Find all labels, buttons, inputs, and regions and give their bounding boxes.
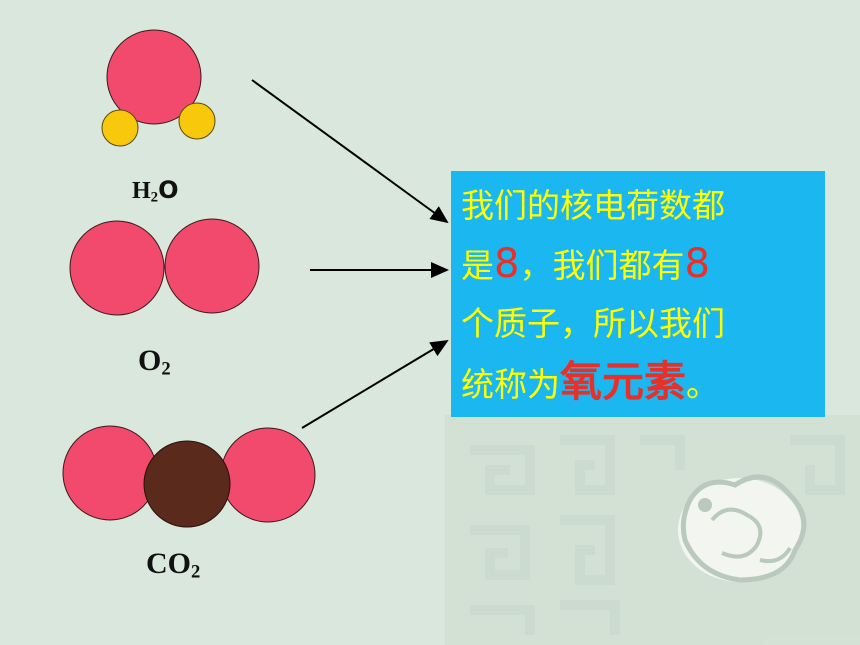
oxygen-atom-left <box>69 220 165 316</box>
arrow-co2 <box>301 339 449 429</box>
dragon-seal-icon <box>678 474 807 583</box>
explanation-text-box: 我们的核电荷数都 是8，我们都有8 个质子，所以我们 统称为氧元素。 <box>451 171 825 417</box>
formula-co2: CO2 <box>146 547 201 583</box>
carbon-atom <box>143 440 231 528</box>
carbon-dioxide-molecule <box>62 425 316 528</box>
text-line-2: 是8，我们都有8 <box>461 241 710 287</box>
arrow-h2o <box>251 79 449 224</box>
oxygen-atom-right <box>220 427 316 523</box>
water-molecule <box>101 29 216 147</box>
proton-number: 8 <box>494 241 520 287</box>
hydrogen-atom-right <box>178 102 216 140</box>
text-line-1: 我们的核电荷数都 <box>461 186 725 225</box>
oxygen-atom-left <box>62 425 158 521</box>
hydrogen-atom-left <box>101 109 139 147</box>
formula-h2o: H2O <box>132 176 179 206</box>
text-line-3: 个质子，所以我们 <box>461 304 725 343</box>
proton-count: 8 <box>684 241 710 287</box>
oxygen-molecule <box>69 218 260 316</box>
element-name: 氧元素 <box>560 357 687 406</box>
oxygen-atom <box>106 29 202 125</box>
text-line-4: 统称为氧元素。 <box>461 357 720 406</box>
formula-o2: O2 <box>138 344 171 380</box>
oxygen-atom-right <box>164 218 260 314</box>
